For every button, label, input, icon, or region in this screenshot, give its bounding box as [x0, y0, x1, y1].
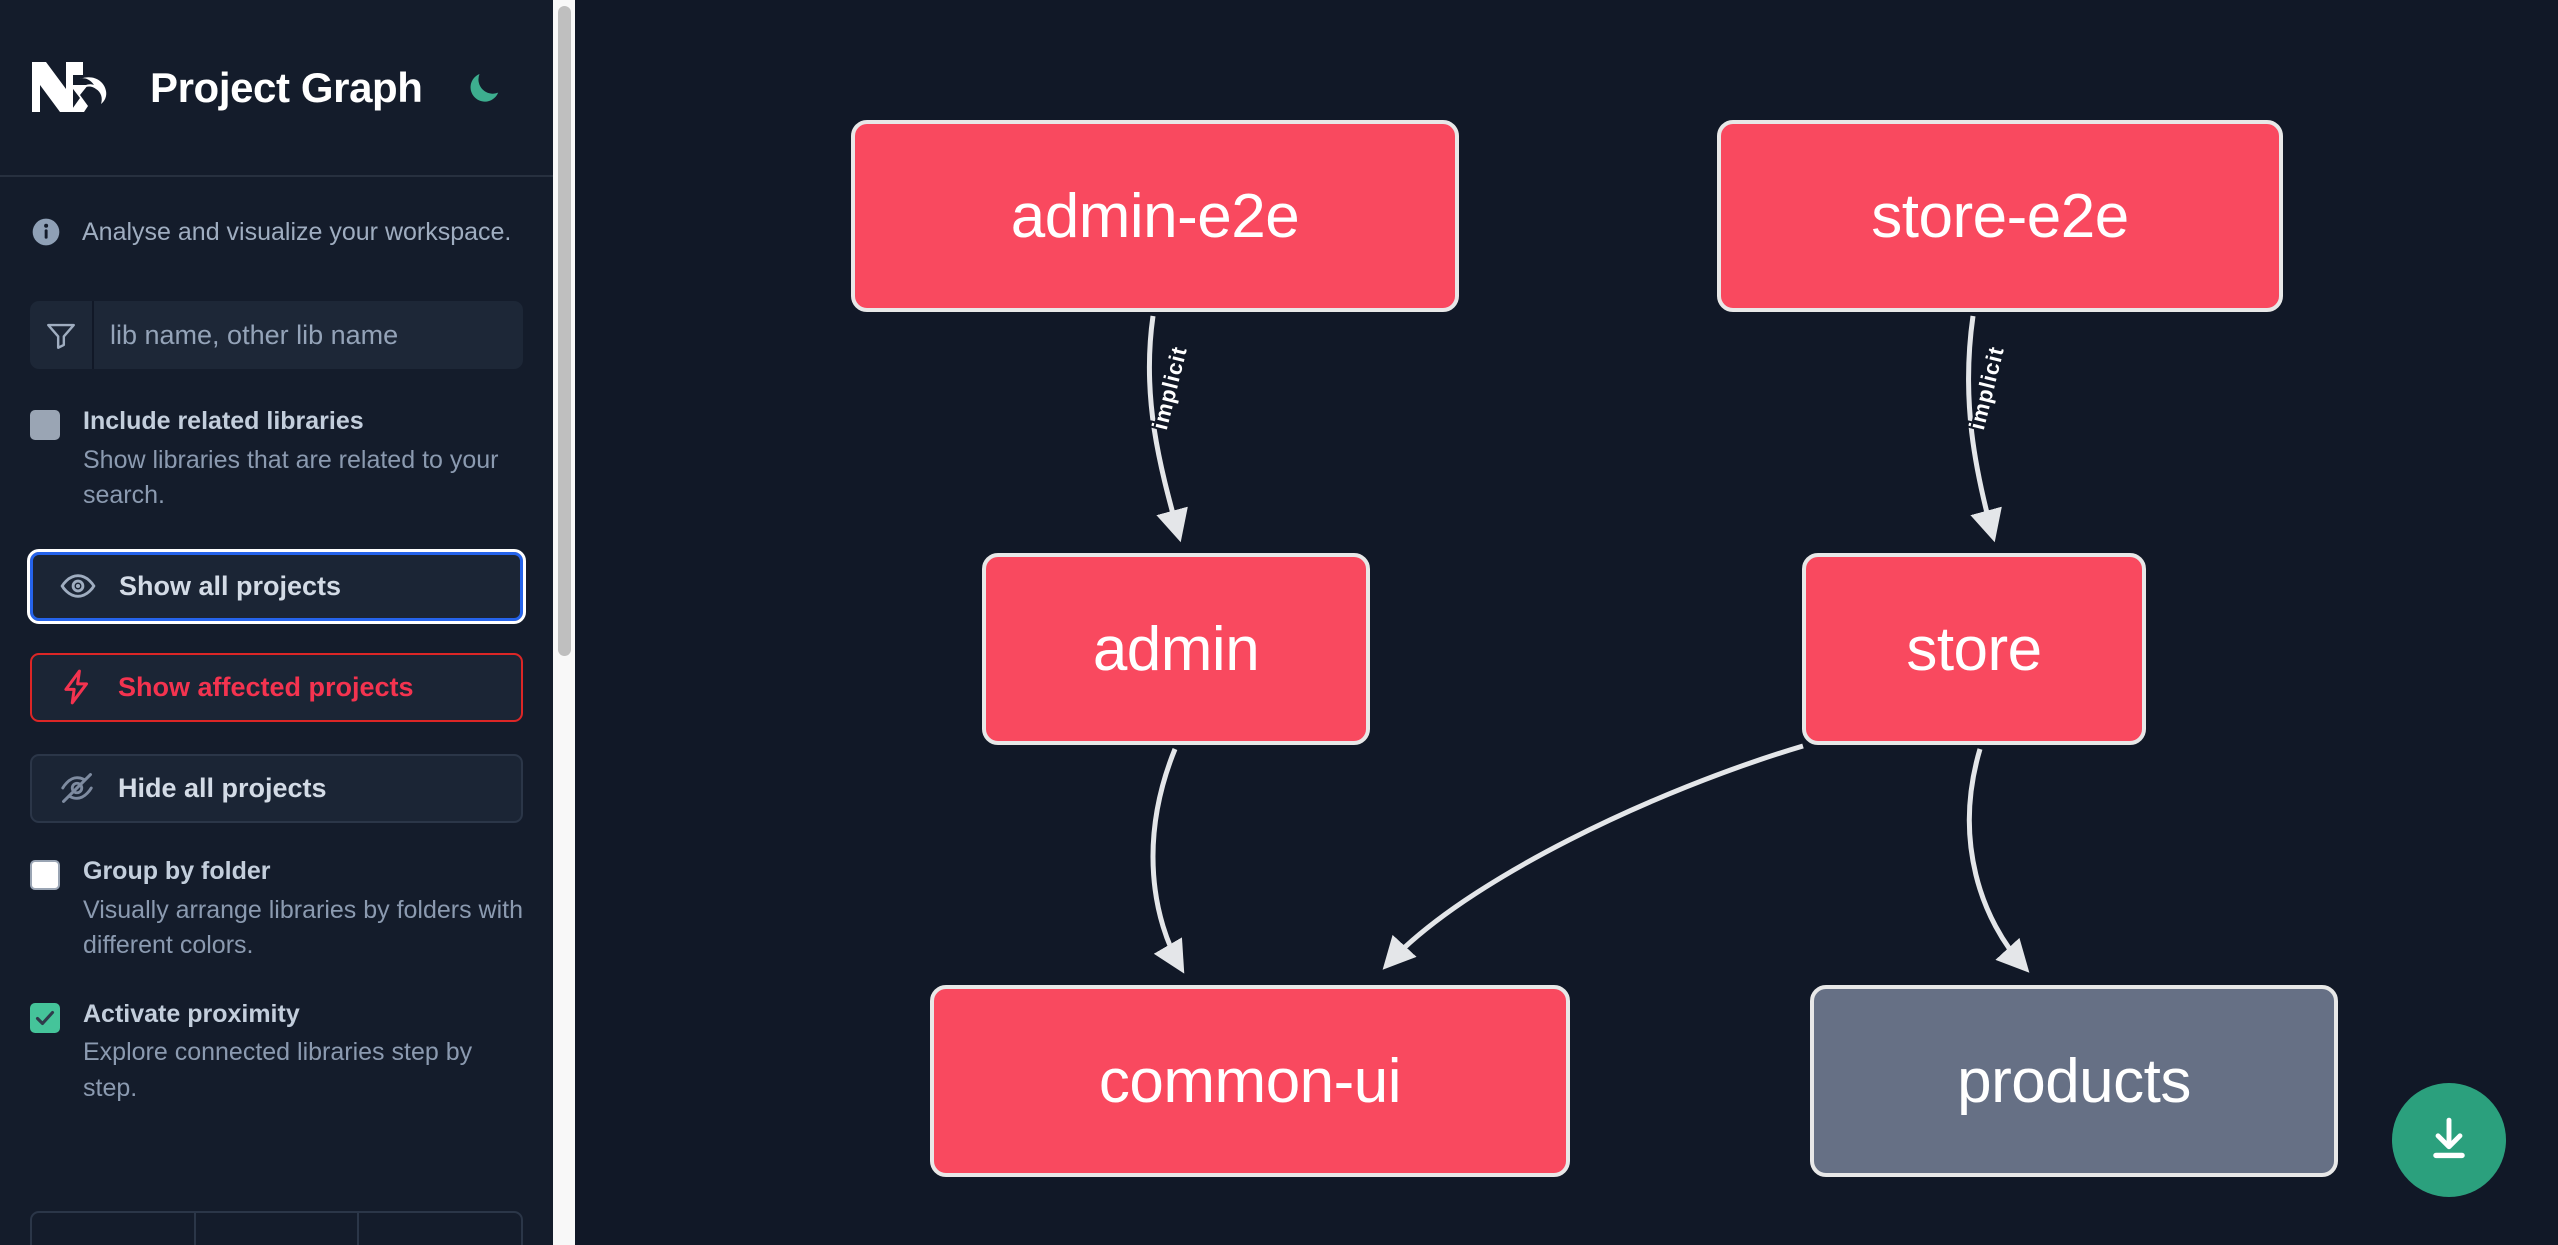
page-title: Project Graph [150, 63, 423, 111]
graph-canvas[interactable]: implicit implicit admin-e2e store-e2e ad… [575, 0, 2558, 1245]
hide-all-projects-label: Hide all projects [118, 772, 327, 803]
show-all-projects-label: Show all projects [119, 570, 342, 601]
show-affected-projects-label: Show affected projects [118, 671, 414, 702]
moon-icon[interactable] [461, 65, 507, 111]
graph-edge-layer [1146, 315, 2030, 974]
edge-admin-common-ui [1150, 748, 1185, 974]
stepper-segment[interactable] [359, 1213, 521, 1245]
graph-node-admin-e2e[interactable]: admin-e2e [851, 120, 1459, 312]
info-icon [32, 218, 60, 246]
hide-all-projects-button[interactable]: Hide all projects [30, 753, 523, 823]
sidebar-scrollbar-track[interactable] [553, 0, 575, 1245]
node-label: admin [1092, 614, 1260, 684]
edge-store-products [1966, 748, 2030, 973]
filter-icon [30, 301, 94, 369]
option-description: Show libraries that are related to your … [83, 445, 499, 510]
show-all-projects-button[interactable]: Show all projects [27, 548, 526, 624]
option-activate-proximity[interactable]: Activate proximity Explore connected lib… [30, 998, 523, 1107]
nx-logo-icon [32, 61, 107, 112]
tagline: Analyse and visualize your workspace. [30, 177, 523, 248]
edge-store-e2e-store [1966, 315, 2002, 543]
graph-node-products[interactable]: products [1810, 985, 2338, 1177]
sidebar-header: Project Graph [0, 0, 553, 177]
sidebar-body: Analyse and visualize your workspace. In… [0, 177, 553, 1106]
group-by-folder-checkbox[interactable] [30, 859, 60, 890]
filter-box[interactable] [30, 301, 523, 369]
action-button-group: Show all projects Show affected projects [27, 548, 526, 823]
proximity-stepper-control[interactable] [30, 1211, 523, 1245]
option-description: Explore connected libraries step by step… [83, 1038, 473, 1102]
activate-proximity-checkbox[interactable] [30, 1002, 60, 1033]
node-label: store [1906, 614, 2042, 684]
download-icon [2433, 1117, 2465, 1159]
eye-slash-icon [58, 769, 104, 807]
graph-node-admin[interactable]: admin [982, 553, 1370, 745]
node-label: common-ui [1098, 1046, 1402, 1116]
node-label: products [1957, 1046, 2191, 1116]
stepper-segment[interactable] [196, 1213, 360, 1245]
download-button[interactable] [2392, 1083, 2506, 1197]
show-affected-projects-button[interactable]: Show affected projects [30, 652, 523, 722]
sidebar-scrollbar-thumb[interactable] [558, 6, 571, 656]
check-icon [35, 1010, 55, 1025]
option-label: Include related libraries [83, 407, 364, 435]
option-group-by-folder[interactable]: Group by folder Visually arrange librari… [30, 855, 523, 964]
graph-node-store[interactable]: store [1802, 553, 2146, 745]
sidebar: Project Graph Analyse and visualize your… [0, 0, 553, 1245]
edge-store-common-ui [1382, 743, 1804, 970]
option-label: Group by folder [83, 856, 271, 885]
lightning-icon [58, 668, 104, 706]
graph-node-common-ui[interactable]: common-ui [930, 985, 1570, 1177]
graph-node-store-e2e[interactable]: store-e2e [1717, 120, 2283, 312]
node-label: store-e2e [1871, 181, 2129, 251]
edge-admin-e2e-admin [1146, 315, 1188, 543]
option-description: Visually arrange libraries by folders wi… [83, 895, 524, 960]
include-related-libraries-checkbox[interactable] [30, 410, 60, 440]
stepper-segment[interactable] [32, 1213, 196, 1245]
search-input[interactable] [94, 301, 523, 369]
node-label: admin-e2e [1010, 181, 1300, 251]
eye-icon [59, 567, 105, 605]
option-include-related-libraries[interactable]: Include related libraries Show libraries… [30, 405, 523, 514]
tagline-text: Analyse and visualize your workspace. [82, 217, 512, 246]
option-label: Activate proximity [83, 999, 300, 1028]
